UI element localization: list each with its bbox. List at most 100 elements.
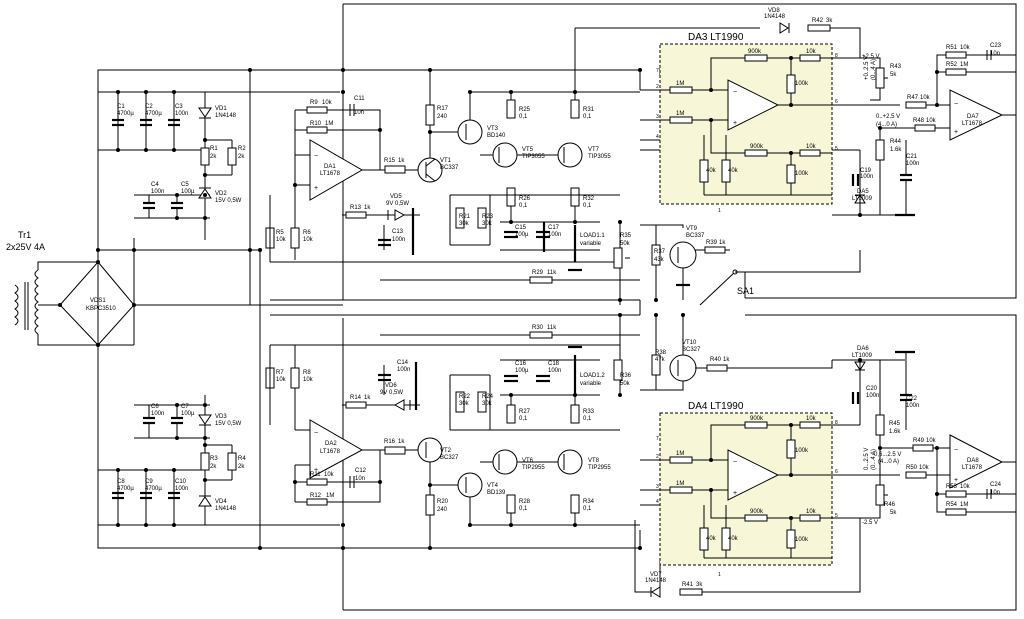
svg-text:0,1: 0,1 xyxy=(519,203,528,209)
svg-text:240: 240 xyxy=(437,114,448,120)
svg-text:100µ: 100µ xyxy=(181,411,195,417)
svg-text:DA1: DA1 xyxy=(324,164,336,170)
transformer-tr1: Tr1 2x25V 4A xyxy=(6,230,134,346)
svg-text:R10: R10 xyxy=(310,121,322,127)
svg-text:R1: R1 xyxy=(210,146,218,152)
svg-text:1k: 1k xyxy=(398,158,405,164)
svg-text:5: 5 xyxy=(835,513,838,519)
svg-text:R12: R12 xyxy=(310,493,322,499)
svg-text:R6: R6 xyxy=(303,230,311,236)
svg-text:900k: 900k xyxy=(750,144,764,150)
svg-text:LOAD1.2: LOAD1.2 xyxy=(580,373,605,379)
svg-text:C5: C5 xyxy=(181,182,189,188)
svg-text:R14: R14 xyxy=(350,395,362,401)
svg-text:VT2: VT2 xyxy=(440,448,452,454)
svg-text:100n: 100n xyxy=(392,237,405,243)
svg-text:R8: R8 xyxy=(303,370,311,376)
svg-text:R35: R35 xyxy=(620,233,632,239)
svg-text:100n: 100n xyxy=(548,232,561,238)
svg-text:R7: R7 xyxy=(276,370,284,376)
svg-text:−: − xyxy=(314,153,318,160)
svg-text:VD5: VD5 xyxy=(390,194,402,200)
svg-text:50k: 50k xyxy=(620,241,631,247)
svg-text:R51: R51 xyxy=(946,45,958,51)
svg-text:BC327: BC327 xyxy=(682,347,701,353)
svg-text:C20: C20 xyxy=(866,386,878,392)
da3-title: DA3 LT1990 xyxy=(688,32,744,43)
svg-text:C23: C23 xyxy=(990,43,1002,49)
svg-text:R28: R28 xyxy=(519,499,531,505)
svg-text:1N4148: 1N4148 xyxy=(215,113,237,119)
svg-text:R9: R9 xyxy=(310,100,318,106)
svg-text:R34: R34 xyxy=(583,499,595,505)
svg-text:R31: R31 xyxy=(583,107,595,113)
svg-text:4700µ: 4700µ xyxy=(145,111,162,117)
da4-diff-amp: DA4 LT1990 − + 1M 1M 900k 10k 100k 900k … xyxy=(640,401,860,578)
svg-text:9V 0,5W: 9V 0,5W xyxy=(380,390,403,396)
svg-text:(0...4 A): (0...4 A) xyxy=(871,59,877,80)
svg-text:100µ: 100µ xyxy=(515,232,529,238)
svg-text:TIP2955: TIP2955 xyxy=(522,465,545,471)
svg-text:43k: 43k xyxy=(654,257,665,263)
svg-text:−: − xyxy=(954,101,958,108)
svg-text:100n: 100n xyxy=(175,111,188,117)
svg-text:10k: 10k xyxy=(806,49,817,55)
svg-text:10k: 10k xyxy=(324,472,335,478)
svg-text:DA7: DA7 xyxy=(967,114,979,120)
svg-text:10k: 10k xyxy=(303,377,314,383)
svg-text:0,1: 0,1 xyxy=(583,203,592,209)
svg-text:R45: R45 xyxy=(889,421,901,427)
svg-text:R22: R22 xyxy=(459,394,471,400)
svg-text:DA2: DA2 xyxy=(325,441,337,447)
svg-text:BC337: BC337 xyxy=(686,233,705,239)
svg-text:BD140: BD140 xyxy=(487,133,506,139)
svg-text:1k: 1k xyxy=(723,357,730,363)
svg-text:8: 8 xyxy=(835,53,838,59)
svg-text:1k: 1k xyxy=(364,395,371,401)
svg-text:TIP2955: TIP2955 xyxy=(588,465,611,471)
svg-text:R17: R17 xyxy=(437,106,449,112)
svg-text:R25: R25 xyxy=(519,107,531,113)
svg-text:0,1: 0,1 xyxy=(583,114,592,120)
svg-text:2: 2 xyxy=(656,84,659,90)
svg-text:1: 1 xyxy=(718,572,721,578)
svg-text:C1: C1 xyxy=(117,104,125,110)
svg-text:1: 1 xyxy=(718,208,721,214)
svg-text:1M: 1M xyxy=(325,121,333,127)
svg-text:R37: R37 xyxy=(654,249,666,255)
svg-text:C6: C6 xyxy=(151,404,159,410)
svg-text:4700µ: 4700µ xyxy=(145,486,162,492)
svg-text:VT9: VT9 xyxy=(686,226,698,232)
svg-text:40k: 40k xyxy=(706,536,717,542)
svg-text:40k: 40k xyxy=(728,168,739,174)
svg-text:C4: C4 xyxy=(151,182,159,188)
svg-text:10k: 10k xyxy=(806,416,817,422)
svg-text:+: + xyxy=(954,129,958,136)
svg-text:3: 3 xyxy=(656,484,659,490)
svg-text:C17: C17 xyxy=(548,225,560,231)
da3-diff-amp: DA3 LT1990 − + 1M 1M 900k 10k 100k 900k … xyxy=(640,32,860,214)
svg-text:R3: R3 xyxy=(210,456,218,462)
svg-text:30k: 30k xyxy=(482,401,493,407)
svg-text:900k: 900k xyxy=(748,49,762,55)
svg-text:(4...0 A): (4...0 A) xyxy=(878,459,899,465)
svg-text:+: + xyxy=(733,120,737,127)
svg-text:1M: 1M xyxy=(676,451,684,457)
svg-text:30k: 30k xyxy=(459,401,470,407)
svg-text:(0...4 A): (0...4 A) xyxy=(871,449,877,470)
svg-text:C21: C21 xyxy=(906,154,918,160)
svg-text:7: 7 xyxy=(656,436,659,442)
svg-text:0,1: 0,1 xyxy=(519,416,528,422)
svg-text:+: + xyxy=(314,467,318,474)
svg-text:4700µ: 4700µ xyxy=(117,111,134,117)
svg-text:R2: R2 xyxy=(238,146,246,152)
svg-text:10k: 10k xyxy=(806,509,817,515)
svg-text:C19: C19 xyxy=(860,168,872,174)
svg-text:4700µ: 4700µ xyxy=(117,486,134,492)
svg-text:100n: 100n xyxy=(860,174,873,180)
